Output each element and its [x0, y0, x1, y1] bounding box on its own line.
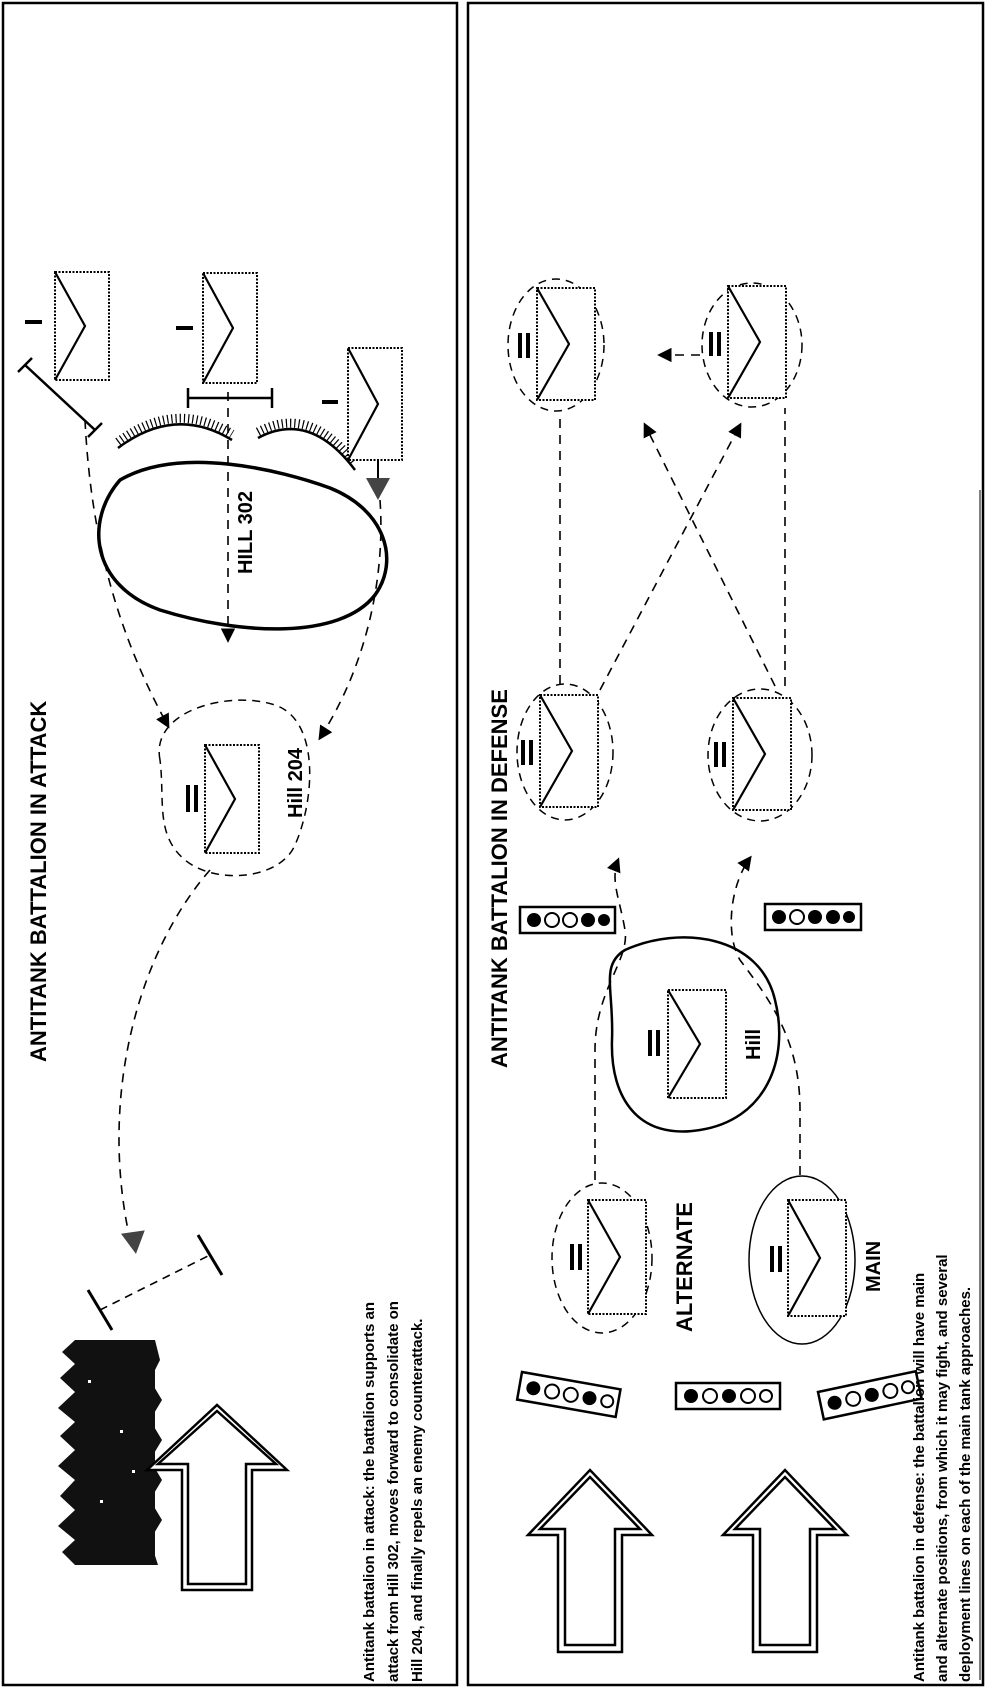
stippled-arrowhead-right	[366, 478, 390, 500]
enemy-tank-column-icon	[515, 1370, 622, 1419]
hill-302-label: HILL 302	[235, 491, 257, 574]
main-position-ring	[748, 1175, 856, 1345]
attack-company-unit-center	[176, 272, 258, 384]
cross-move-to-upper-left	[643, 422, 776, 687]
defense-panel-frame	[466, 1, 985, 1687]
stippled-arrowhead-bottom	[121, 1230, 145, 1254]
svg-text:deployment lines on each of th: deployment lines on each of the main tan…	[957, 1287, 974, 1682]
forest-icon	[58, 1340, 162, 1565]
svg-text:Hill 204, and finally repels a: Hill 204, and finally repels an enemy co…	[409, 1319, 426, 1682]
axis-of-advance-arrow-icon	[143, 1403, 291, 1592]
alternate-position-unit	[570, 1199, 647, 1315]
defense-hill-label: Hill	[743, 1029, 765, 1060]
prepared-position-arc-left	[115, 413, 235, 449]
axis-of-advance-arrow-icon	[525, 1468, 655, 1654]
move-path-right	[318, 499, 382, 741]
counterattack-fire-line	[99, 1254, 211, 1311]
defense-unit-middle-right	[714, 697, 792, 811]
main-position-unit	[770, 1199, 847, 1317]
defense-unit-upper-left	[518, 287, 596, 401]
defense-ring-middle-left	[516, 683, 614, 821]
attack-panel-title: ANTITANK BATTALION IN ATTACK	[26, 701, 51, 1062]
svg-text:Antitank battalion in attack:: Antitank battalion in attack: the battal…	[361, 1302, 378, 1682]
enemy-tank-column-icon	[763, 902, 863, 932]
svg-text:and alternate positions, from: and alternate positions, from which it m…	[934, 1254, 951, 1682]
connector-alternate-to-middle-left	[594, 857, 627, 1180]
defense-unit-middle-left	[521, 694, 599, 808]
svg-text:Antitank battalion in defense:: Antitank battalion in defense: the batta…	[911, 1273, 928, 1682]
attack-panel-frame	[1, 1, 459, 1687]
svg-text:attack from Hill 302, moves fo: attack from Hill 302, moves forward to c…	[385, 1301, 402, 1682]
defense-ring-upper-right	[701, 282, 803, 408]
alternate-position-label: ALTERNATE	[672, 1202, 697, 1332]
cross-move-to-upper-right	[599, 422, 742, 691]
defense-caption: Antitank battalion in defense: the batta…	[911, 1254, 974, 1682]
defense-panel-title: ANTITANK BATTALION IN DEFENSE	[487, 689, 512, 1068]
hill-204-label: Hill 204	[285, 747, 307, 818]
hill-204-ring	[158, 699, 311, 877]
attack-company-unit-left	[25, 271, 110, 381]
attack-company-unit-right	[322, 347, 403, 461]
axis-of-advance-arrow-icon	[720, 1468, 850, 1654]
alternate-position-ring	[551, 1182, 653, 1334]
hill-302-outline	[97, 460, 389, 631]
prepared-position-arc-right	[255, 418, 359, 471]
defense-ring-upper-left	[507, 278, 605, 412]
defense-unit-upper-right	[709, 285, 787, 399]
move-path-left	[84, 419, 170, 729]
enemy-tank-column-icon	[518, 905, 617, 935]
main-position-label: MAIN	[863, 1241, 885, 1292]
move-path-counterattack	[118, 869, 211, 1231]
defense-ring-middle-right	[707, 688, 813, 822]
fire-line-left	[24, 364, 96, 431]
enemy-tank-column-icon	[816, 1369, 924, 1421]
enemy-tank-column-icon	[674, 1381, 782, 1411]
hill-204-battalion-unit	[186, 744, 260, 854]
defense-hill-battalion-unit	[648, 989, 727, 1099]
attack-caption: Antitank battalion in attack: the battal…	[361, 1301, 426, 1682]
